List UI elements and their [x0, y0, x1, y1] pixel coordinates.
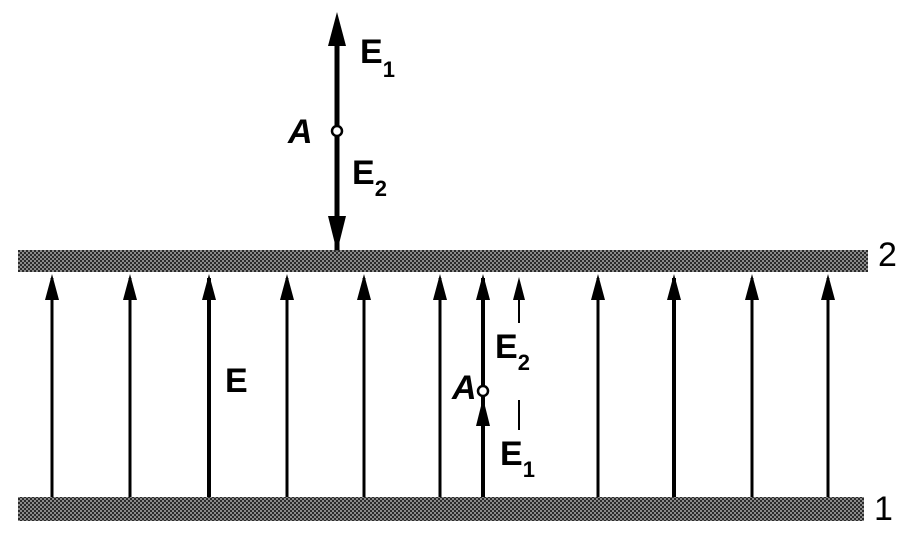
inside-e2-base: E: [495, 328, 518, 366]
field-line-arrow-icon: [745, 274, 759, 300]
field-line-arrow-icon: [591, 274, 605, 300]
inside-e1-label: E1: [500, 435, 535, 482]
inside-point-label: A: [451, 369, 477, 407]
field-line-arrow-icon: [433, 274, 447, 300]
upper-plate: [18, 250, 868, 272]
outside-down-arrow-icon: [328, 216, 346, 252]
inside-e2-arrow-icon: [513, 277, 525, 300]
outside-e2-sub: 2: [375, 176, 387, 201]
field-inside-label: E: [225, 362, 248, 400]
outside-e2-label: E2: [352, 154, 387, 201]
field-line-arrow-icon: [476, 274, 490, 300]
lower-plate: [18, 497, 864, 521]
field-line-arrow-icon: [123, 274, 137, 300]
upper-plate-label: 2: [878, 236, 897, 274]
inside-e2-sub: 2: [518, 350, 530, 375]
field-line-arrow-icon: [280, 274, 294, 300]
inside-lower-arrow-icon: [476, 398, 490, 426]
inside-e1-base: E: [500, 435, 523, 473]
field-line-arrow-icon: [202, 274, 216, 300]
outside-e1-base: E: [360, 33, 383, 71]
outside-e1-label: E1: [360, 33, 395, 82]
field-line-arrow-icon: [667, 274, 681, 300]
outside-e1-sub: 1: [383, 57, 395, 82]
inside-point-marker: [476, 384, 490, 398]
outside-e2-base: E: [352, 154, 375, 192]
outside-up-arrow-icon: [328, 12, 346, 46]
field-line-arrow-icon: [821, 274, 835, 300]
lower-plate-label: 1: [874, 490, 893, 528]
inside-point-field: [476, 277, 525, 430]
outside-field-line: [328, 12, 346, 252]
field-lines-group: [45, 274, 835, 497]
outside-point-marker: [330, 124, 344, 138]
inside-e2-label: E2: [495, 328, 530, 375]
field-line-arrow-icon: [45, 274, 59, 300]
field-line-arrow-icon: [357, 274, 371, 300]
inside-e1-sub: 1: [523, 457, 535, 482]
outside-point-label: A: [287, 113, 313, 151]
